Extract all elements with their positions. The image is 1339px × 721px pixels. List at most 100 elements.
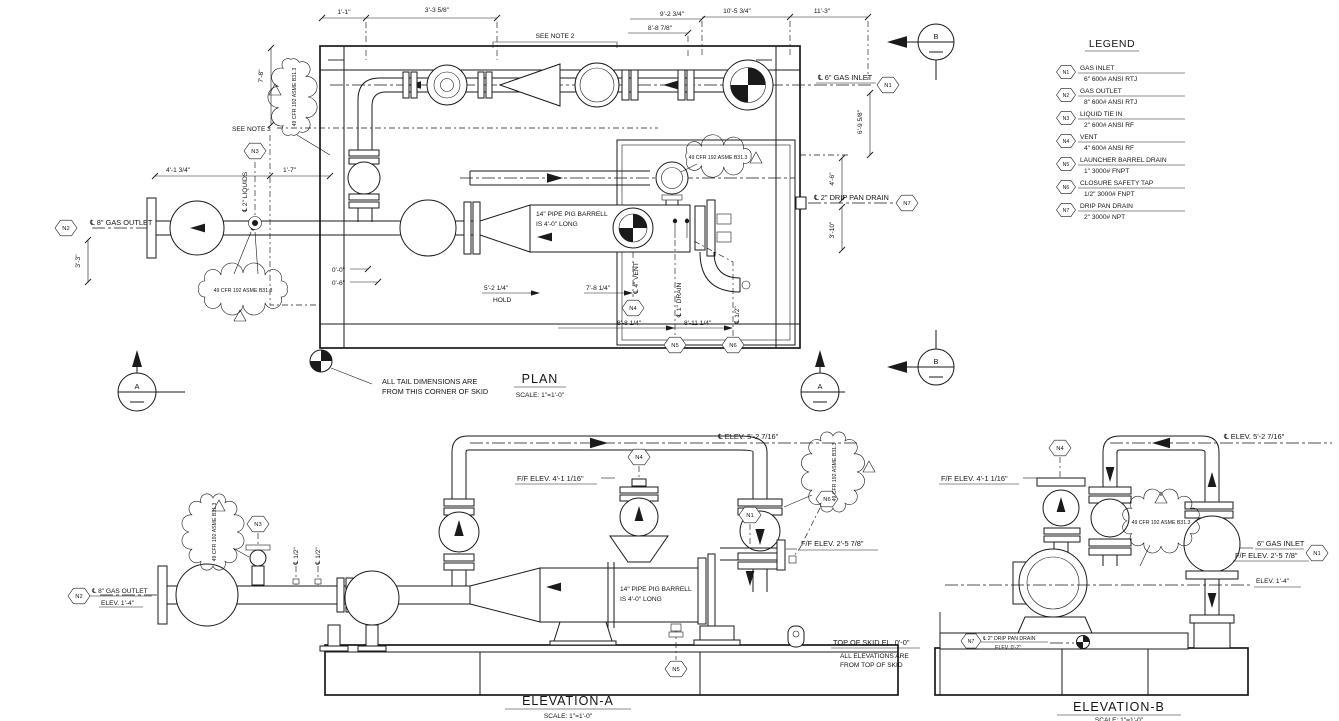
elev-a-outlet-pipe: N2 ℄ 8" GAS OUTLET ELEV. 1'-4" N3 49 CFR… bbox=[67, 493, 470, 652]
callout-gas-inlet: ℄ 6" GAS INLET bbox=[818, 73, 873, 82]
marker-a-label: A bbox=[135, 382, 140, 391]
elev-b-n1-hex bbox=[1305, 544, 1329, 562]
dim-4-1-3-4: 4'-1 3/4" bbox=[166, 167, 191, 174]
elev-b-vent-stack bbox=[1088, 462, 1132, 566]
elev-b-n7-hex bbox=[960, 633, 982, 649]
n3-tag-hex bbox=[1056, 111, 1076, 125]
plan-right-callouts: 4'-6" ℄ 2" DRIP PAN DRAIN N7 3'-10" bbox=[795, 154, 919, 254]
code-note-elev-b: 49 CFR 192 ASME B31.3 bbox=[1132, 520, 1191, 526]
skid-note-1: TOP OF SKID EL. 0'-0" bbox=[833, 638, 910, 647]
lifting-lug bbox=[787, 625, 805, 648]
n4-tag-hex bbox=[1056, 134, 1076, 148]
elev-b-title-block: ELEVATION-B SCALE: 1"=1'-0" bbox=[1057, 700, 1181, 721]
warning-triangle-icon bbox=[749, 151, 763, 164]
marker-a-label: A bbox=[818, 382, 823, 391]
plan-n3-hex bbox=[243, 142, 267, 160]
dim-3-3: 3'-3" bbox=[75, 254, 82, 268]
plan-riser-valve bbox=[347, 161, 381, 195]
plan-n3: N3 bbox=[251, 149, 258, 155]
legend-n3-spec: 2" 600# ANSI RF bbox=[1084, 122, 1134, 129]
dim-11-3: 11'-3" bbox=[814, 8, 831, 15]
dim-arrow bbox=[666, 325, 675, 331]
elev-a-vent-boot bbox=[609, 535, 669, 563]
plan-scale: SCALE: 1"=1'-0" bbox=[516, 392, 565, 399]
elev-a-n1-hex bbox=[738, 506, 762, 524]
dim-arrow bbox=[531, 290, 540, 296]
elev-b-right-stack: 6" GAS INLET F/F ELEV. 2'-5 7/8" N1 bbox=[1183, 462, 1329, 649]
code-cloud-elev-b bbox=[1122, 488, 1200, 554]
elev-b-drip-label: ℄ 2" DRIP PAN DRAIN bbox=[983, 636, 1036, 642]
elev-a-scale: SCALE: 1"=1'-0" bbox=[544, 713, 593, 720]
plan-n1: N1 bbox=[884, 83, 891, 89]
plan-inlet-valve bbox=[426, 64, 468, 106]
elev-a-n6-hex bbox=[815, 490, 839, 508]
dim-10-5-3-4: 10'-5 3/4" bbox=[723, 8, 751, 15]
code-cloud-plan-tap bbox=[198, 262, 288, 316]
plan-n4-hex bbox=[621, 299, 645, 317]
plan-inlet-line: ℄ 6" GAS INLET N1 6'-9 5/8" bbox=[330, 59, 900, 222]
elev-a-ball-valve-1 bbox=[175, 563, 239, 627]
skid-note-3: FROM TOP OF SKID bbox=[840, 662, 903, 669]
n1-tag-hex bbox=[1056, 65, 1076, 79]
dim-hold: HOLD bbox=[493, 297, 512, 304]
elev-a-half-2: ℄ 1/2" bbox=[315, 547, 322, 565]
liquid-tiein-valve bbox=[249, 549, 267, 567]
section-marker-a-left: A bbox=[117, 350, 185, 412]
n7-tag-hex bbox=[1056, 203, 1076, 217]
elev-b-drip-elev: ELEV. 0'-2" bbox=[995, 645, 1021, 651]
plan-barrel-ball-valve bbox=[399, 199, 457, 257]
n6-tag-hex bbox=[1056, 180, 1076, 194]
marker-b-label: B bbox=[934, 32, 939, 41]
callout-gas-outlet: ℄ 8" GAS OUTLET bbox=[90, 218, 153, 227]
plan-n1-hex bbox=[876, 76, 900, 94]
legend-row-n6: N6 CLOSURE SAFETY TAP 1/2" 3000# FNPT bbox=[1056, 180, 1185, 198]
dim-1-7: 1'-7" bbox=[283, 167, 297, 174]
elev-a-n3-hex bbox=[246, 515, 270, 533]
legend-row-n5: N5 LAUNCHER BARREL DRAIN 1" 3000# FNPT bbox=[1056, 157, 1185, 175]
code-note-plan-vent: 49 CFR 192 ASME B31.3 bbox=[689, 155, 748, 161]
elev-b-vent-valve bbox=[1090, 498, 1130, 538]
n2-tag-hex bbox=[1056, 88, 1076, 102]
elev-b-elev-1-4: ELEV. 1'-4" bbox=[1256, 578, 1290, 585]
elev-b-skid: N7 ℄ 2" DRIP PAN DRAIN ELEV. 0'-2" bbox=[934, 612, 1249, 696]
elev-a-ball-valve-2 bbox=[344, 570, 400, 626]
callout-drip-pan-drain: ℄ 2" DRIP PAN DRAIN bbox=[814, 193, 889, 202]
barrel-note-2: IS 4'-0" LONG bbox=[536, 221, 578, 228]
legend-n6-spec: 1/2" 3000# FNPT bbox=[1084, 191, 1135, 198]
n6-tag: N6 bbox=[1063, 185, 1070, 191]
legend-row-n2: N2 GAS OUTLET 8" 600# ANSI RTJ bbox=[1056, 88, 1185, 106]
legend-n2-name: GAS OUTLET bbox=[1080, 88, 1122, 95]
plan-top-dims: 1'-1" 3'-3 5/8" 9'-2 3/4" 8'-8 7/8" 10'-… bbox=[318, 7, 872, 80]
elev-a-n5-hex bbox=[664, 660, 688, 678]
warning-triangle-icon bbox=[862, 460, 876, 473]
plan-outlet-line: ℄ 8" GAS OUTLET N2 3'-3" 14" PIPE PIG BA… bbox=[54, 197, 751, 293]
plan-n5: N5 bbox=[671, 343, 678, 349]
elev-b-title: ELEVATION-B bbox=[1073, 700, 1165, 714]
dim-1-1: 1'-1" bbox=[337, 9, 351, 16]
code-note-elev-a-left: 49 CFR 192 ASME B31.3 bbox=[212, 502, 218, 561]
dim-7-8-1-4: 7'-8 1/4" bbox=[586, 285, 611, 292]
plan-title: PLAN bbox=[522, 372, 559, 386]
flow-arrow-inlet-down bbox=[745, 571, 755, 586]
elev-a-n2: N2 bbox=[75, 594, 82, 600]
elev-a-n4-hex bbox=[627, 448, 651, 466]
elev-a-overhead: ℄ ELEV. 5'-2 7/16" N6 bbox=[438, 431, 876, 592]
elev-a-title-block: ELEVATION-A SCALE: 1"=1'-0" bbox=[505, 694, 631, 720]
legend-n5-spec: 1" 3000# FNPT bbox=[1084, 168, 1129, 175]
dim-7-8: 7'-8" bbox=[258, 69, 265, 83]
flow-arrow-left bbox=[663, 80, 680, 90]
elev-b-scale: SCALE: 1"=1'-0" bbox=[1095, 717, 1144, 721]
code-cloud-plan-vent bbox=[685, 134, 752, 178]
see-note-2-bracket: SEE NOTE 2 bbox=[492, 33, 618, 48]
elev-a-cl-elev: ℄ ELEV. 5'-2 7/16" bbox=[718, 432, 779, 441]
skid-note-2: ALL ELEVATIONS ARE bbox=[840, 653, 909, 660]
plan-view: SEE NOTE 3 SEE NOTE 2 bbox=[54, 7, 955, 412]
legend-row-n1: N1 GAS INLET 6" 600# ANSI RTJ bbox=[1056, 65, 1185, 83]
elev-b-overhead: ℄ ELEV. 5'-2 7/16" F/F ELEV. 4'-1 1/16" bbox=[939, 432, 1332, 485]
dim-3-3-5-8: 3'-3 5/8" bbox=[425, 7, 450, 14]
match-boundary bbox=[269, 135, 320, 306]
n4-tag: N4 bbox=[1063, 139, 1070, 145]
dim-4-6: 4'-6" bbox=[829, 172, 836, 186]
plan-title-block: PLAN SCALE: 1"=1'-0" bbox=[514, 372, 566, 399]
dim-3-10: 3'-10" bbox=[829, 221, 836, 238]
